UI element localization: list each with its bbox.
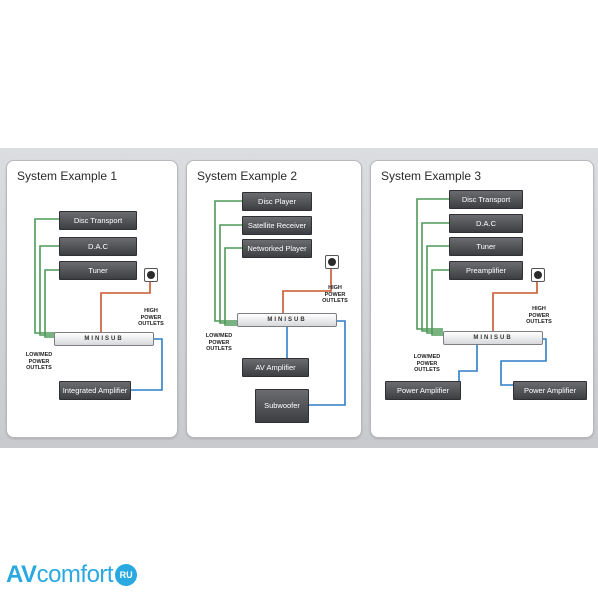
wall-outlet-icon <box>144 268 158 282</box>
green-power-cables <box>416 198 449 336</box>
cable-tuner <box>426 245 449 334</box>
low-med-power-outlets-label: LOW/MED POWER OUTLETS <box>25 352 53 371</box>
orange-high-power-cable <box>492 281 538 331</box>
device-power-amplifier-right: Power Amplifier <box>513 381 587 400</box>
cable-preamplifier <box>431 269 449 336</box>
wall-outlet-icon <box>531 268 545 282</box>
orange-high-power-cable <box>282 269 332 313</box>
panel-title: System Example 3 <box>381 169 482 183</box>
low-med-power-outlets-label: LOW/MED POWER OUTLETS <box>205 333 233 352</box>
cable-disc-transport <box>416 198 449 330</box>
device-integrated-amplifier: Integrated Amplifier <box>59 381 131 400</box>
green-power-cables <box>214 200 242 326</box>
system-example-2-panel: System Example 2 Disc Player Satellite R… <box>186 160 362 438</box>
cable-dac <box>39 245 59 336</box>
cable-disc-transport <box>34 218 59 334</box>
wiring-diagram-3 <box>416 198 547 386</box>
device-dac: D.A.C <box>59 237 137 256</box>
blue-left-amp-cable <box>458 343 478 385</box>
high-power-outlets-label: HIGH POWER OUTLETS <box>322 285 348 304</box>
cable-disc-player <box>214 200 242 322</box>
panel-title: System Example 2 <box>197 169 298 183</box>
device-disc-transport: Disc Transport <box>449 190 523 209</box>
system-example-3-panel: System Example 3 Disc Transport D.A.C Tu… <box>370 160 594 438</box>
blue-amp-cable <box>129 338 163 391</box>
device-disc-player: Disc Player <box>242 192 312 211</box>
device-av-amplifier: AV Amplifier <box>242 358 309 377</box>
device-tuner: Tuner <box>59 261 137 280</box>
device-dac: D.A.C <box>449 214 523 233</box>
minisub-unit: MINISUB <box>54 332 154 346</box>
minisub-unit: MINISUB <box>443 331 543 345</box>
panel-title: System Example 1 <box>17 169 118 183</box>
orange-high-power-cable <box>100 281 151 333</box>
high-power-outlets-label: HIGH POWER OUTLETS <box>526 306 552 325</box>
cable-networked-player <box>224 247 242 326</box>
logo-ru-badge: RU <box>115 564 138 586</box>
device-power-amplifier-left: Power Amplifier <box>385 381 461 400</box>
blue-right-amp-cable <box>500 338 547 386</box>
system-example-1-panel: System Example 1 Disc Transport D.A.C Tu… <box>6 160 178 438</box>
device-subwoofer: Subwoofer <box>255 389 309 423</box>
cable-tuner <box>44 269 59 338</box>
logo-av: AV <box>6 561 37 588</box>
device-disc-transport: Disc Transport <box>59 211 137 230</box>
cable-dac <box>421 222 449 332</box>
device-networked-player: Networked Player <box>242 239 312 258</box>
device-tuner: Tuner <box>449 237 523 256</box>
high-power-outlets-label: HIGH POWER OUTLETS <box>138 308 164 327</box>
green-power-cables <box>34 218 59 338</box>
wall-outlet-icon <box>325 255 339 269</box>
cable-satellite-receiver <box>219 224 242 324</box>
minisub-unit: MINISUB <box>237 313 337 327</box>
low-med-power-outlets-label: LOW/MED POWER OUTLETS <box>413 354 441 373</box>
device-satellite-receiver: Satellite Receiver <box>242 216 312 235</box>
logo-comfort: comfort <box>36 561 114 588</box>
wiring-diagram-1 <box>34 218 163 391</box>
device-preamplifier: Preamplifier <box>449 261 523 280</box>
blue-amp-cable <box>307 320 346 406</box>
